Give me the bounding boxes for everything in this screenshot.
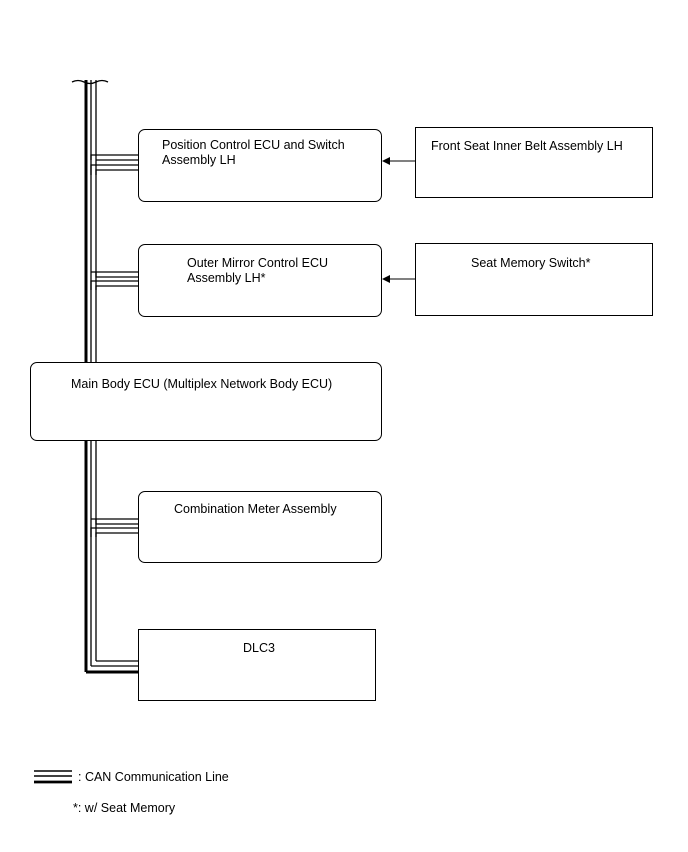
dlc3-box (138, 629, 376, 701)
seat-memory-switch-label: Seat Memory Switch* (471, 256, 591, 270)
legend-can-symbol (34, 770, 72, 784)
position-control-ecu-label: Position Control ECU and Switch Assembly… (162, 138, 345, 167)
can-branch-position-control (90, 154, 138, 175)
main-body-ecu-box (30, 362, 382, 441)
combination-meter-box (138, 491, 382, 563)
combination-meter-label: Combination Meter Assembly (174, 502, 337, 516)
can-branch-combination-meter (90, 518, 138, 537)
can-branch-dlc3 (86, 660, 138, 674)
seat-memory-switch-box (415, 243, 653, 316)
legend-can-label: : CAN Communication Line (78, 770, 229, 784)
outer-mirror-ecu-box (138, 244, 382, 317)
front-seat-belt-label: Front Seat Inner Belt Assembly LH (431, 139, 623, 153)
main-body-ecu-label: Main Body ECU (Multiplex Network Body EC… (71, 377, 333, 391)
dlc3-label: DLC3 (243, 641, 275, 655)
front-seat-belt-box (415, 127, 653, 198)
position-control-ecu-box (138, 129, 382, 202)
outer-mirror-ecu-label: Outer Mirror Control ECU Assembly LH* (187, 256, 328, 285)
can-trunk-lower (84, 440, 97, 672)
can-trunk-upper (71, 79, 109, 362)
legend-footnote: *: w/ Seat Memory (73, 801, 176, 815)
can-branch-outer-mirror (90, 271, 138, 290)
